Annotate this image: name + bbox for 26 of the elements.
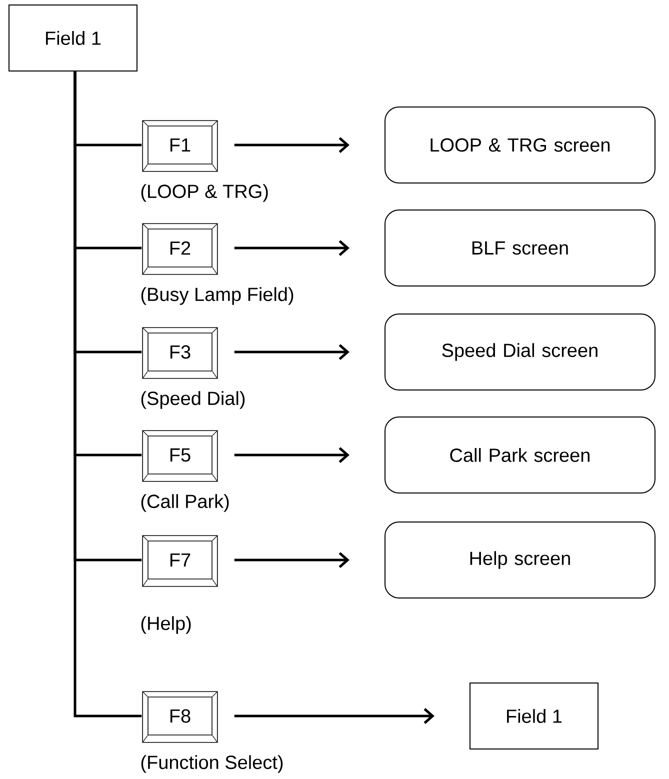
screen-box: BLF screen [384,210,656,286]
key-caption: (Busy Lamp Field) [141,287,294,305]
screen-box: LOOP & TRG screen [384,106,656,184]
arrow [234,344,350,360]
arrow [234,137,350,153]
screen-box: Call Park screen [384,416,656,494]
key-button: F1 [142,120,218,172]
arrow [234,240,350,256]
key-caption: (LOOP & TRG) [141,184,268,202]
key-caption: (Help) [141,616,191,634]
key-button: F2 [142,223,218,275]
key-button: F5 [142,430,218,482]
key-caption: (Call Park) [141,494,229,512]
key-caption: (Function Select) [141,755,283,773]
key-button: F7 [142,535,218,587]
key-button: F8 [142,691,218,743]
key-caption: (Speed Dial) [141,391,245,409]
key-button: F3 [142,327,218,379]
arrow [234,447,350,463]
arrow [234,708,434,724]
field-box: Field 1 [8,4,138,72]
screen-box: Help screen [384,522,656,598]
screen-box: Speed Dial screen [384,314,656,390]
arrow [234,552,350,568]
connector-line [74,72,142,718]
field-box: Field 1 [470,682,598,750]
